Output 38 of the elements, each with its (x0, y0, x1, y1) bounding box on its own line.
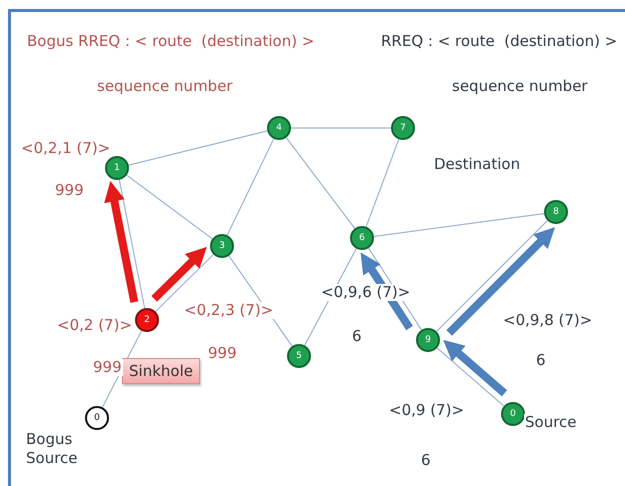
network-node: 0 (501, 402, 525, 426)
link-line (128, 130, 268, 166)
message-label: <0,9,8 (7)> (502, 312, 594, 330)
network-node: 6 (350, 226, 374, 250)
link-line (226, 138, 274, 236)
message-label: <0,2,3 (7)> (183, 302, 274, 320)
block-arrow (446, 227, 556, 336)
link-line (286, 137, 356, 229)
message-label: <0,9 (7)> (388, 402, 466, 420)
heading-text: RREQ : < route (destination) > (380, 33, 618, 50)
link-line (366, 138, 400, 228)
node-caption: Bogus Source (26, 430, 79, 468)
heading-text: Bogus RREQ : < route (destination) > (26, 33, 316, 50)
network-node: 2 (135, 308, 159, 332)
network-node: 7 (391, 116, 415, 140)
block-arrow (443, 340, 508, 396)
link-line (155, 254, 214, 312)
message-label: <0,9,6 (7)> (320, 284, 412, 302)
link-line (436, 220, 548, 332)
network-node: 9 (416, 328, 440, 352)
sinkhole-tag: Sinkhole (122, 358, 200, 384)
node-caption: <0,2 (7)> (56, 317, 134, 334)
link-line (118, 179, 146, 309)
network-node: 1 (105, 156, 129, 180)
link-line (436, 347, 504, 407)
link-line (126, 174, 213, 240)
heading-text: sequence number (451, 78, 589, 96)
network-node: 5 (287, 344, 311, 368)
network-node: 3 (210, 234, 234, 258)
node-caption: <0,2,1 (7)> (20, 140, 112, 158)
heading-text: sequence number (96, 78, 234, 96)
network-node: 4 (267, 116, 291, 140)
block-arrow (151, 246, 207, 302)
network-node: 8 (544, 200, 568, 224)
network-node: 0 (85, 406, 109, 430)
block-arrow (104, 180, 138, 303)
message-label: 999 (92, 359, 123, 376)
link-line (373, 213, 545, 237)
